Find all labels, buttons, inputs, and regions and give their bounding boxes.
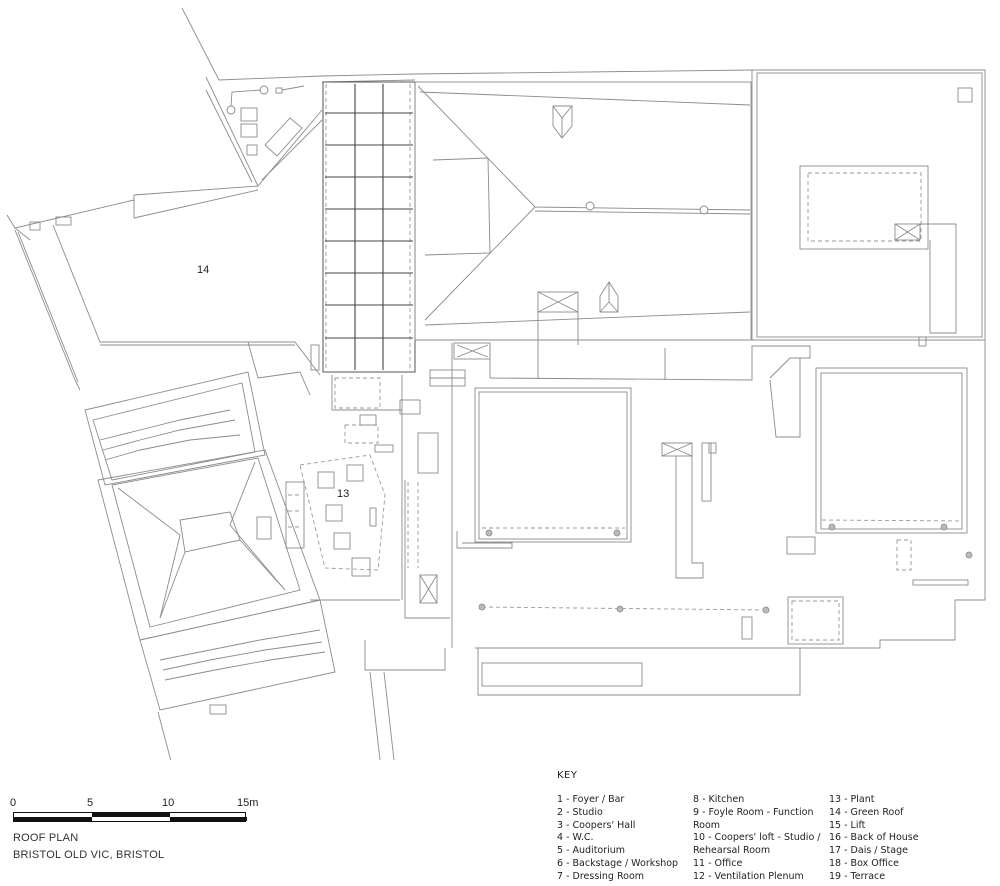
key-item: 10 - Coopers' loft - Studio /	[693, 832, 821, 844]
roof-plan-drawing	[6, 7, 986, 760]
key-item: 11 - Office	[693, 857, 743, 869]
legend-key: KEY 1 - Foyer / Bar 2 - Studio 3 - Coope…	[557, 770, 949, 884]
key-item: 7 - Dressing Room	[557, 870, 645, 882]
ne-flat-roof	[751, 69, 986, 347]
room-label-plant: 13	[337, 488, 350, 500]
key-item: 13 - Plant	[829, 794, 875, 805]
key-item: 12 - Ventilation Plenum	[693, 870, 804, 882]
drawing-subtitle: BRISTOL OLD VIC, BRISTOL	[13, 849, 165, 861]
green-roof-14	[13, 185, 321, 396]
skylight-grid	[310, 81, 416, 373]
key-item: 5 - Auditorium	[557, 845, 626, 857]
key-item: 4 - W.C.	[557, 832, 594, 844]
key-item: 14 - Green Roof	[829, 806, 904, 818]
key-column-1: 1 - Foyer / Bar 2 - Studio 3 - Coopers' …	[557, 794, 693, 884]
key-item: 15 - Lift	[829, 819, 866, 831]
key-item: 2 - Studio	[557, 806, 603, 818]
key-item: 17 - Dais / Stage	[829, 845, 908, 857]
scale-bar: 0 5 10 15m	[10, 797, 258, 822]
key-item: 3 - Coopers' Hall	[557, 819, 636, 831]
auditorium-roof	[84, 371, 336, 760]
key-item: 6 - Backstage / Workshop	[557, 857, 679, 869]
scale-tick-15m: 15m	[237, 797, 259, 809]
scale-tick-0: 0	[10, 797, 17, 809]
scale-seg	[92, 813, 170, 817]
key-item: Room	[693, 819, 721, 831]
scale-ticks: 0 5 10 15m	[10, 797, 258, 811]
scale-seg	[170, 817, 247, 821]
key-item: Rehearsal Room	[693, 845, 771, 857]
scale-bar-graphic	[13, 812, 247, 822]
key-title: KEY	[557, 770, 578, 781]
drawing-title: ROOF PLAN	[13, 832, 79, 844]
key-column-2: 8 - Kitchen 9 - Foyle Room - Function Ro…	[693, 794, 829, 884]
key-column-3: 13 - Plant 14 - Green Roof 15 - Lift 16 …	[829, 794, 949, 884]
key-item: 8 - Kitchen	[693, 794, 745, 805]
key-item: 18 - Box Office	[829, 857, 899, 869]
hipped-roof	[414, 81, 752, 378]
courtyard-plant-area	[205, 76, 323, 187]
plant-area-13	[285, 369, 466, 760]
key-item: 16 - Back of House	[829, 832, 919, 844]
key-item: 1 - Foyer / Bar	[557, 794, 625, 805]
key-item: 19 - Terrace	[829, 870, 886, 882]
room-label-green-roof: 14	[197, 264, 210, 276]
scale-seg	[14, 817, 92, 821]
scale-tick-10: 10	[162, 797, 175, 809]
key-item: 9 - Foyle Room - Function	[693, 806, 814, 818]
scale-tick-5: 5	[87, 797, 94, 809]
lower-roof-block	[415, 339, 986, 696]
site-boundary	[6, 7, 985, 229]
